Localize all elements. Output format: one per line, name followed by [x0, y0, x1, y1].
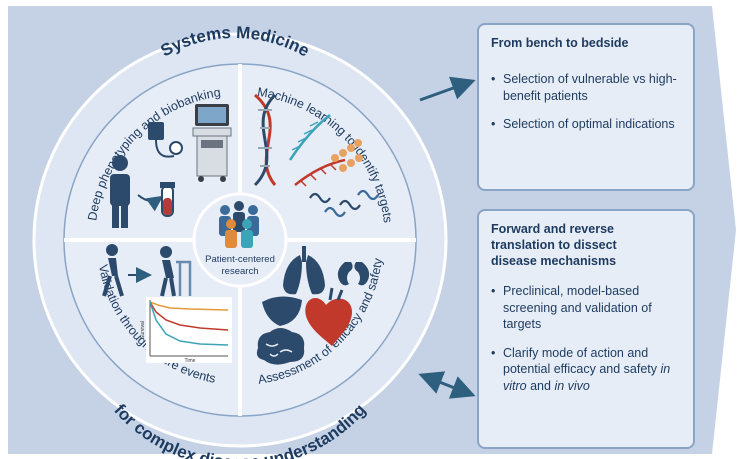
- item2-prefix: Clarify mode of action and potential eff…: [503, 345, 661, 377]
- translation-list: Preclinical, model-based screening and v…: [491, 283, 681, 394]
- translation-title: Forward and reverse translation to disse…: [491, 222, 617, 268]
- survival-xlabel: Time: [185, 358, 196, 364]
- person-icon: [110, 155, 130, 228]
- list-item: Clarify mode of action and potential eff…: [491, 345, 681, 395]
- blood-pressure-icon: [148, 122, 183, 158]
- arrow-icon: [137, 194, 164, 212]
- walking-person-icon: [102, 244, 124, 297]
- survival-curve-1: [149, 301, 229, 311]
- bench-to-bedside-title: From bench to bedside: [491, 36, 629, 50]
- survival-chart: Survival Time: [140, 297, 232, 364]
- list-item: Selection of vulnerable vs high-benefit …: [491, 71, 681, 104]
- patient-group-icon: [219, 201, 259, 248]
- arrow-to-translation: [418, 371, 476, 399]
- list-item: Preclinical, model-based screening and v…: [491, 283, 681, 333]
- survival-curve-3: [149, 301, 229, 346]
- in-vivo-text: in vivo: [554, 378, 590, 393]
- dna-icon: [253, 93, 277, 187]
- translation-panel: Forward and reverse translation to disse…: [477, 209, 695, 449]
- heart-icon: [305, 287, 352, 346]
- elderly-walker-icon: [160, 246, 192, 297]
- protein-icon: [309, 189, 379, 218]
- bench-to-bedside-list: Selection of vulnerable vs high-benefit …: [491, 71, 681, 133]
- blood-tube-icon: [160, 182, 175, 217]
- survival-ylabel: Survival: [140, 321, 146, 339]
- center-label-line2: research: [222, 266, 259, 277]
- ultrasound-machine-icon: [192, 104, 232, 182]
- center-disc: [192, 192, 288, 288]
- rna-strand-icon: [288, 114, 346, 187]
- survival-curve-2: [149, 301, 229, 331]
- center-label-line1: Patient-centered: [205, 254, 275, 265]
- kidneys-icon: [337, 262, 370, 286]
- list-item: Selection of optimal indications: [491, 116, 681, 133]
- item2-mid: and: [526, 378, 555, 393]
- brain-icon: [256, 328, 305, 365]
- molecule-chain-icon: [331, 139, 363, 172]
- bench-to-bedside-panel: From bench to bedside Selection of vulne…: [477, 23, 695, 191]
- in-vitro-text: in vitro: [503, 362, 671, 393]
- lungs-icon: [283, 246, 325, 295]
- arrow-to-bench-bedside: [419, 76, 476, 102]
- liver-icon: [262, 296, 302, 326]
